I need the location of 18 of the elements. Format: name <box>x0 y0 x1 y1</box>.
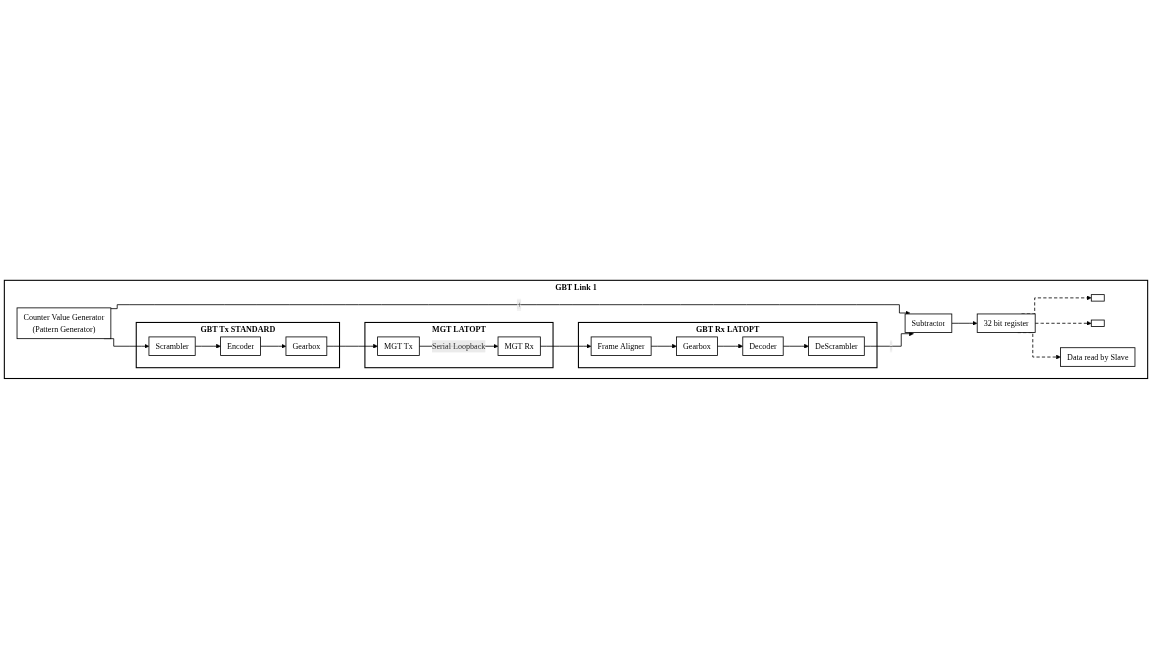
node-box: Gearbox <box>676 336 718 357</box>
node-box: Encoder <box>220 336 261 357</box>
node-box: Scrambler <box>148 336 196 357</box>
node-box: Subtractor <box>904 313 953 334</box>
node-box: 32 bit register <box>976 313 1036 334</box>
node-box: Counter Value Generator (Pattern Generator) <box>16 307 112 340</box>
node-box <box>1090 319 1105 327</box>
edge-label: - <box>889 341 893 351</box>
node-box <box>1090 294 1105 302</box>
node-box: MGT Tx <box>377 336 420 357</box>
node-box: Decoder <box>742 336 784 357</box>
node-box: Frame Aligner <box>590 336 652 357</box>
node-box: Data read by Slave <box>1060 347 1136 367</box>
node-box: DeScrambler <box>808 336 865 357</box>
node-box: MGT Rx <box>497 336 541 357</box>
node-box: Gearbox <box>285 336 328 357</box>
edge-label: Serial Loopback <box>432 341 486 351</box>
edge-label: + <box>516 300 522 309</box>
